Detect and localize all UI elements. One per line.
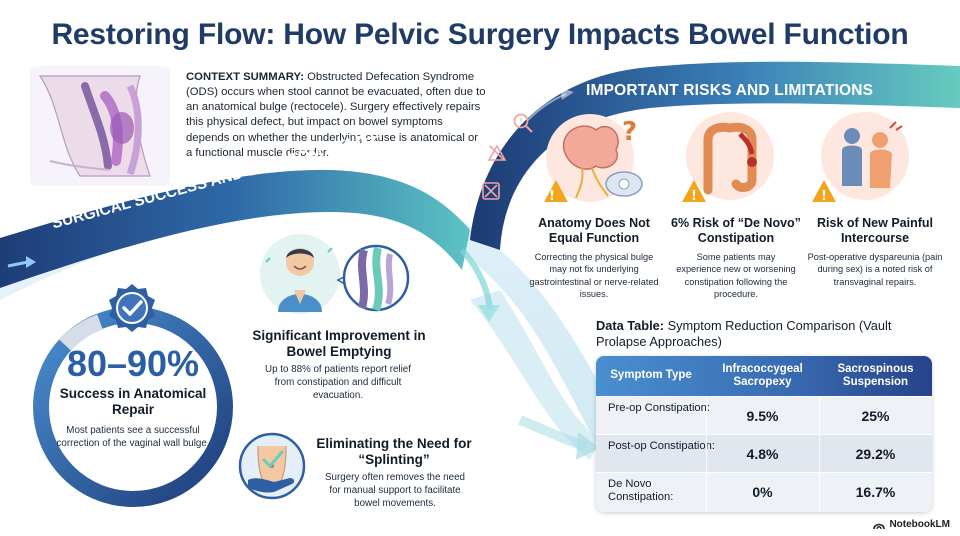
row-value-infracoccygeal: 0% [752, 484, 773, 500]
svg-text:!: ! [549, 189, 555, 204]
anatomy-illustration-icon [30, 66, 170, 186]
row-label: Post-op Constipation: [608, 440, 715, 452]
bowel-flow-icon [336, 244, 410, 312]
risk-2-heading: 6% Risk of “De Novo” Constipation [671, 216, 801, 245]
no-symbol-icon [487, 144, 507, 161]
row-value-sacrospinous: 29.2% [855, 446, 896, 462]
table-row: De Novo Constipation: 0% 16.7% [596, 472, 932, 512]
relieved-person-icon [260, 234, 340, 314]
row-label: Pre-op Constipation: [608, 402, 710, 414]
table-row: Pre-op Constipation: 9.5% 25% [596, 396, 932, 434]
svg-text:!: ! [821, 189, 827, 204]
improvement-heading: Significant Improvement in Bowel Emptyin… [252, 328, 426, 360]
context-text: Obstructed Defecation Syndrome (ODS) occ… [186, 71, 486, 159]
context-summary: CONTEXT SUMMARY: Obstructed Defecation S… [186, 70, 486, 161]
risk-2-desc: Some patients may experience new or wors… [676, 252, 796, 299]
table-header-sacrospinous: Sacrospinous Suspension [837, 362, 914, 388]
risks-ribbon-label: IMPORTANT RISKS AND LIMITATIONS [586, 82, 874, 99]
improvement-desc: Up to 88% of patients report relief from… [265, 364, 411, 401]
risk-3-desc: Post-operative dyspareunia (pain during … [807, 252, 943, 287]
table-header-row: Symptom Type Infracoccygeal Sacropexy Sa… [596, 356, 932, 396]
crossed-arrows-icon [482, 182, 500, 200]
search-icon: ! [513, 113, 533, 133]
row-value-infracoccygeal: 9.5% [746, 408, 779, 424]
brand-footer: NotebookLM [873, 519, 950, 530]
splinting-desc: Surgery often removes the need for manua… [325, 472, 465, 509]
brand-name: NotebookLM [889, 519, 950, 530]
row-value-sacrospinous: 25% [861, 408, 890, 424]
colon-icon: ! [682, 112, 774, 204]
risk-1-heading: Anatomy Does Not Equal Function [538, 216, 650, 245]
context-label: CONTEXT SUMMARY: [186, 71, 304, 83]
column-divider [819, 396, 820, 512]
table-caption: Data Table: Symptom Reduction Comparison… [596, 318, 936, 350]
table-row: Post-op Constipation: 4.8% 29.2% [596, 434, 932, 472]
couple-pain-icon: ! [812, 112, 909, 204]
risk-3-heading: Risk of New Painful Intercourse [817, 216, 933, 245]
risk-1-desc: Correcting the physical bulge may not fi… [529, 252, 659, 299]
row-label: De Novo Constipation: [608, 478, 674, 504]
page-title: Restoring Flow: How Pelvic Surgery Impac… [51, 18, 909, 51]
row-value-infracoccygeal: 4.8% [746, 446, 779, 462]
symptom-table: Symptom Type Infracoccygeal Sacropexy Sa… [596, 356, 932, 512]
notebooklm-logo-icon [873, 523, 886, 529]
svg-text:!: ! [519, 118, 523, 128]
checkmark-badge-icon [109, 284, 155, 332]
svg-text:!: ! [691, 189, 697, 204]
brain-pelvis-icon: ? ! [544, 114, 643, 204]
row-value-sacrospinous: 16.7% [855, 484, 896, 500]
svg-text:?: ? [622, 117, 637, 147]
table-caption-text: Symptom Reduction Comparison (Vault Prol… [596, 318, 892, 349]
abdomen-check-icon [238, 432, 306, 500]
table-header-infracoccygeal: Infracoccygeal Sacropexy [722, 362, 803, 388]
success-desc: Most patients see a successful correctio… [56, 425, 210, 449]
splinting-heading: Eliminating the Need for “Splinting” [316, 436, 472, 468]
table-header-symptom: Symptom Type [610, 369, 692, 382]
success-heading: Success in Anatomical Repair [59, 386, 207, 418]
table-caption-label: Data Table: [596, 318, 665, 333]
success-percent: 80–90% [66, 343, 200, 384]
column-divider [706, 396, 707, 512]
